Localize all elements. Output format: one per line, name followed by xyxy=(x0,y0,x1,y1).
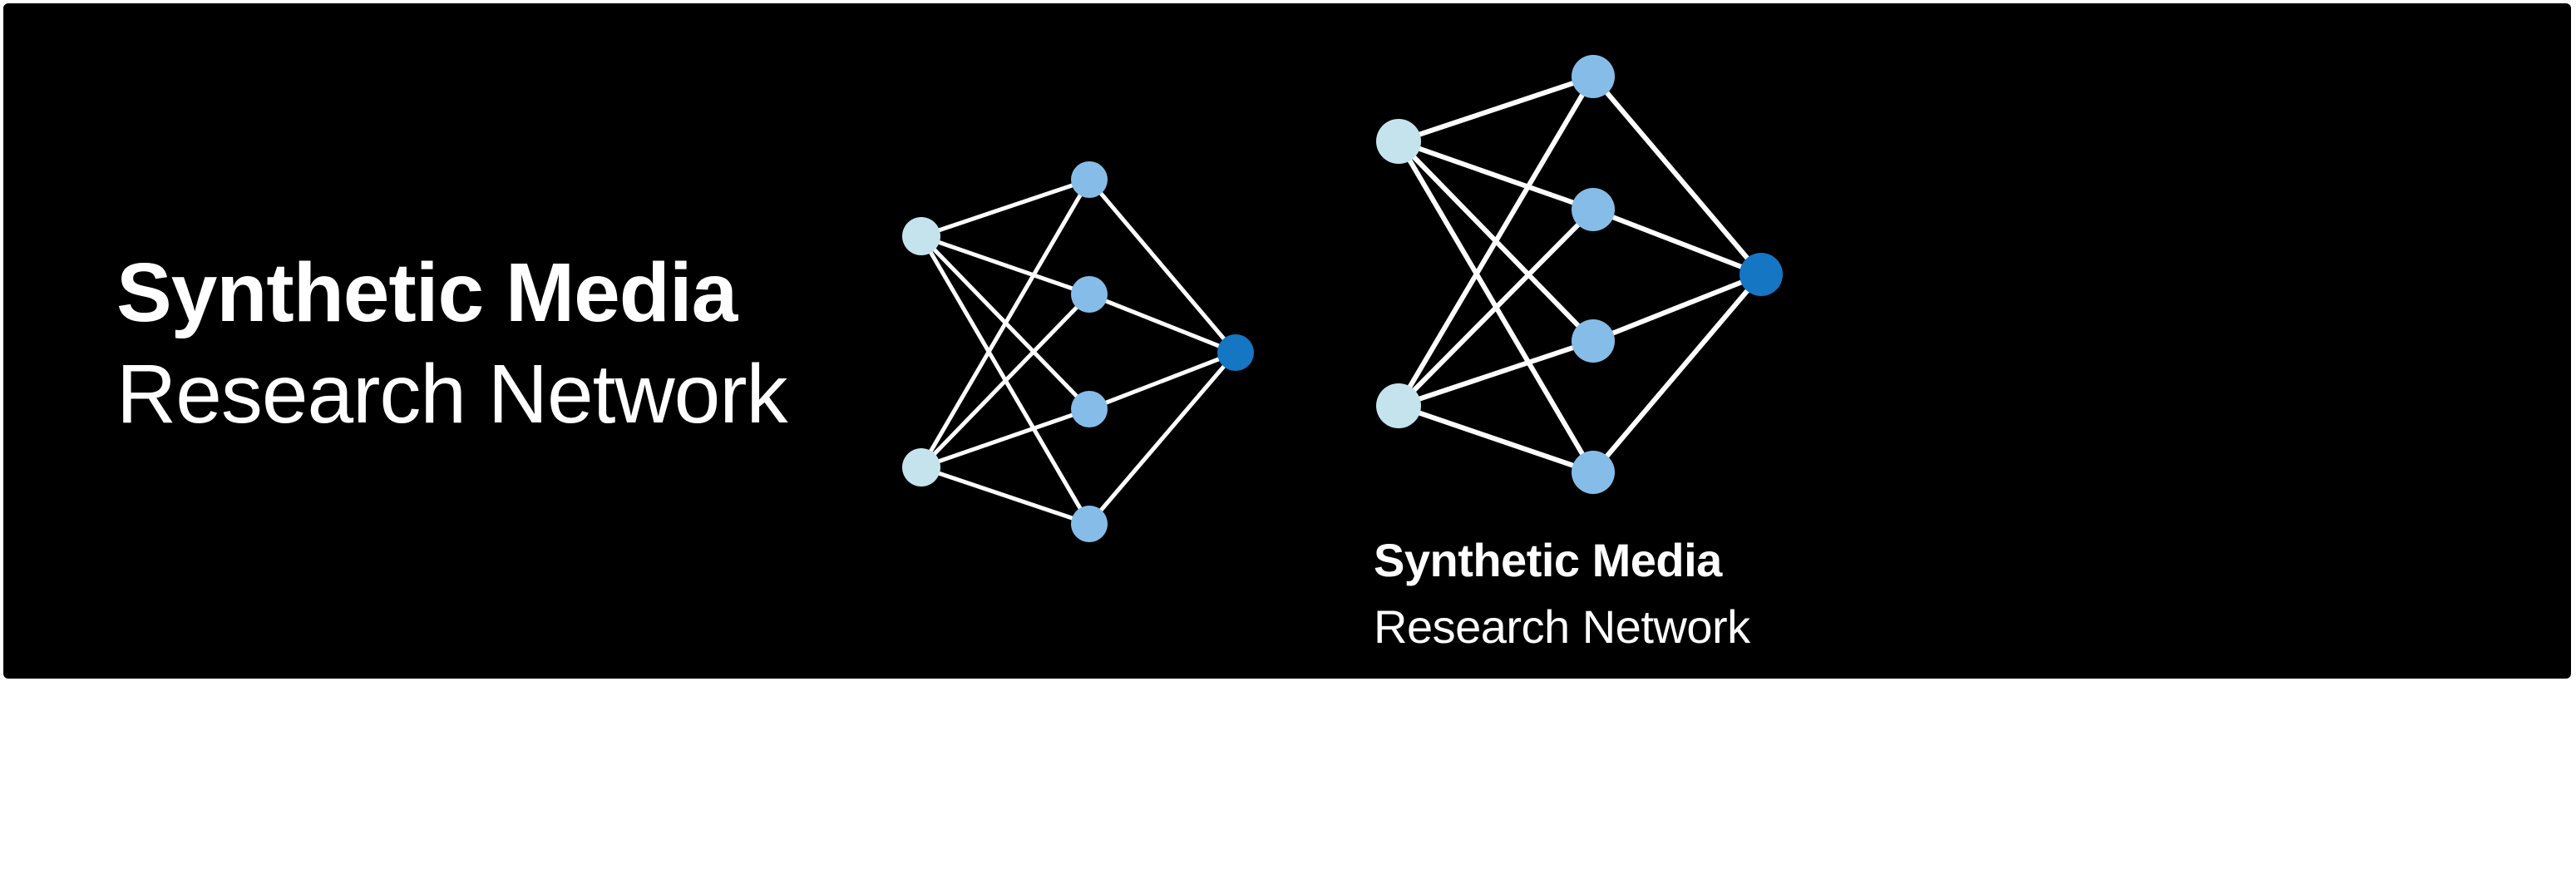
wordmark-horizontal: Synthetic Media Research Network xyxy=(116,246,788,441)
wordmark-subtitle: Research Network xyxy=(1374,600,1750,653)
neural-network-icon xyxy=(1396,74,1764,475)
network-nodes-small xyxy=(902,161,1254,542)
wordmark-stacked: Synthetic Media Research Network xyxy=(1374,537,1750,650)
wordmark-subtitle: Research Network xyxy=(116,348,788,441)
neural-network-icons xyxy=(902,55,1783,542)
wordmark-title: Synthetic Media xyxy=(116,246,738,339)
logo-banner: Synthetic Media Research Network xyxy=(3,3,2571,679)
wordmark-title: Synthetic Media xyxy=(1374,534,1722,586)
neural-network-icon xyxy=(919,177,1237,526)
network-nodes-large xyxy=(1376,55,1783,494)
